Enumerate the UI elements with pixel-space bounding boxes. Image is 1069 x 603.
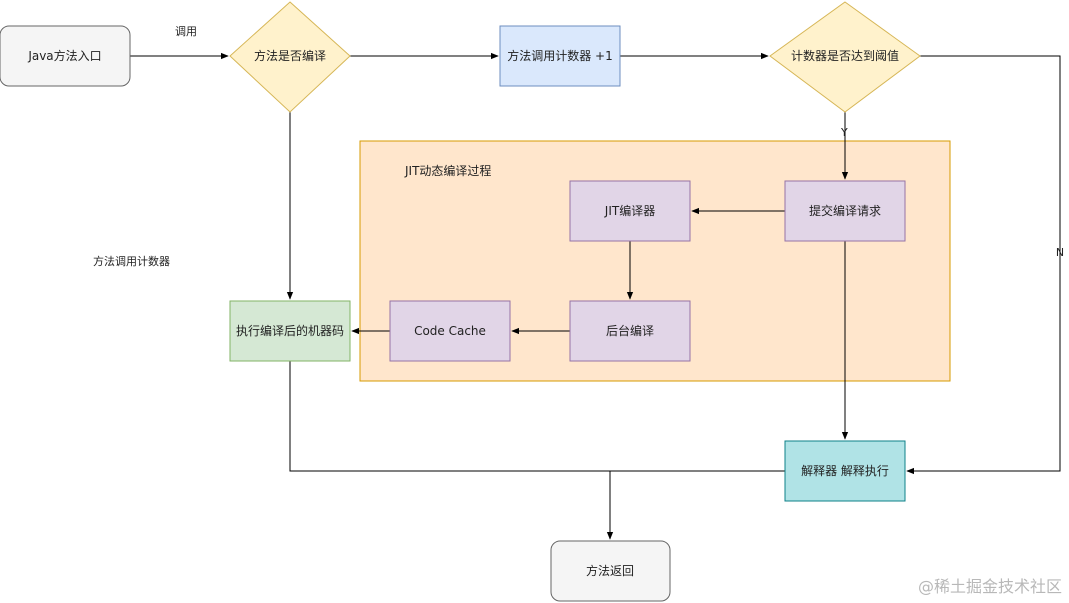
node-background-compile: 后台编译 <box>569 300 691 362</box>
node-counter-inc-label: 方法调用计数器 +1 <box>507 48 613 63</box>
label-no: N <box>1056 246 1064 259</box>
node-is-compiled: 方法是否编译 <box>229 1 351 113</box>
node-threshold-label: 计数器是否达到阈值 <box>791 48 899 63</box>
node-method-return: 方法返回 <box>550 540 671 602</box>
node-exec-machine-code: 执行编译后的机器码 <box>229 300 351 362</box>
label-counter-note: 方法调用计数器 <box>93 254 170 268</box>
node-threshold: 计数器是否达到阈值 <box>769 1 921 113</box>
node-code-cache: Code Cache <box>389 300 511 362</box>
node-java-entry: Java方法入口 <box>0 25 131 87</box>
node-method-return-label: 方法返回 <box>586 563 634 578</box>
watermark: @稀土掘金技术社区 <box>918 577 1062 596</box>
edge-threshold-to-interpreter <box>906 55 1061 475</box>
node-jit-compiler: JIT编译器 <box>569 180 691 242</box>
node-java-entry-label: Java方法入口 <box>27 48 101 63</box>
node-submit-request-label: 提交编译请求 <box>809 203 881 218</box>
node-submit-request: 提交编译请求 <box>784 180 906 242</box>
edges <box>130 52 1061 540</box>
node-jit-compiler-label: JIT编译器 <box>604 203 655 218</box>
node-counter-inc: 方法调用计数器 +1 <box>499 25 621 87</box>
label-call: 调用 <box>175 25 197 38</box>
node-background-compile-label: 后台编译 <box>606 323 654 338</box>
node-interpreter-label: 解释器 解释执行 <box>801 464 889 478</box>
label-yes: Y <box>840 126 848 139</box>
node-code-cache-label: Code Cache <box>414 324 486 338</box>
node-interpreter: 解释器 解释执行 <box>784 440 906 502</box>
node-exec-machine-code-label: 执行编译后的机器码 <box>236 323 344 338</box>
edge-exec-to-merge <box>289 361 785 472</box>
node-is-compiled-label: 方法是否编译 <box>254 48 326 63</box>
jit-process-group-title: JIT动态编译过程 <box>404 163 491 178</box>
